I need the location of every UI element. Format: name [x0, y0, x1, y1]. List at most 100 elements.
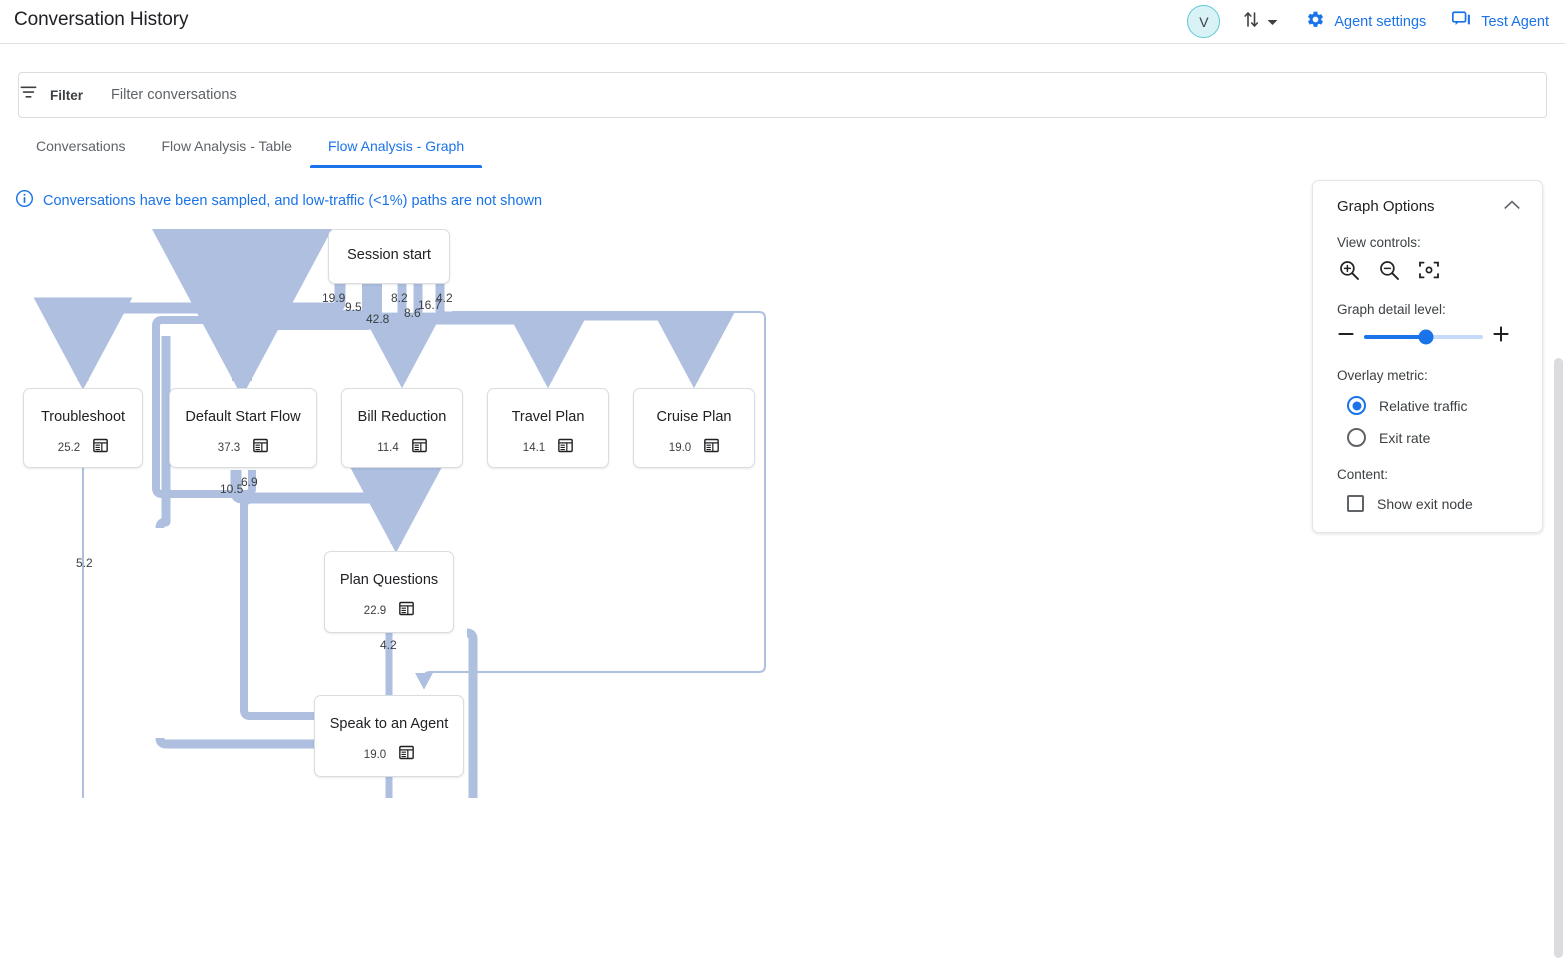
node-details-icon[interactable] [411, 438, 427, 458]
node-details-icon[interactable] [93, 438, 109, 458]
test-agent-button[interactable]: Test Agent [1452, 10, 1549, 33]
node-label: Default Start Flow [185, 409, 301, 425]
sampling-notice: Conversations have been sampled, and low… [15, 189, 542, 212]
node-metric: 14.1 [522, 442, 546, 454]
sort-control[interactable] [1242, 9, 1278, 35]
agent-settings-label: Agent settings [1334, 13, 1427, 30]
chevron-up-icon[interactable] [1504, 197, 1520, 215]
edge-label: 6.9 [241, 475, 258, 489]
filter-bar[interactable]: Filter [18, 72, 1547, 118]
flow-graph-canvas[interactable]: Session start Troubleshoot 25.2 Default … [0, 218, 1540, 798]
radio-exit-rate[interactable]: Exit rate [1347, 428, 1520, 447]
checkbox-label: Show exit node [1377, 495, 1473, 512]
overlay-metric-label: Overlay metric: [1337, 368, 1428, 383]
info-icon [15, 189, 34, 212]
sort-arrows-icon [1242, 9, 1261, 35]
edge-label: 5.2 [76, 556, 93, 570]
minus-icon[interactable] [1337, 325, 1355, 348]
node-label: Cruise Plan [656, 409, 732, 425]
graph-node-bill-reduction[interactable]: Bill Reduction 11.4 [341, 388, 463, 468]
graph-node-troubleshoot[interactable]: Troubleshoot 25.2 [23, 388, 143, 468]
tab-flow-analysis-graph[interactable]: Flow Analysis - Graph [309, 132, 483, 168]
node-metric: 37.3 [217, 442, 241, 454]
view-controls [1337, 258, 1520, 282]
graph-options-title: Graph Options [1337, 197, 1435, 215]
graph-node-speak-to-an-agent[interactable]: Speak to an Agent 19.0 [314, 695, 464, 777]
edge-label: 4.2 [436, 291, 453, 305]
checkbox-icon[interactable] [1347, 495, 1364, 512]
edge-label: 4.2 [380, 638, 397, 652]
chevron-down-icon [1267, 13, 1278, 31]
plus-icon[interactable] [1492, 325, 1510, 348]
app-header: Conversation History V Agent settings [0, 0, 1565, 44]
graph-node-cruise-plan[interactable]: Cruise Plan 19.0 [633, 388, 755, 468]
node-meta: 25.2 [57, 438, 109, 458]
detail-level-slider[interactable] [1364, 329, 1483, 344]
node-details-icon[interactable] [704, 438, 720, 458]
radio-label: Exit rate [1379, 429, 1431, 446]
edge-label: 16.7 [418, 298, 442, 312]
node-metric: 25.2 [57, 442, 81, 454]
flow-graph-edges [33, 229, 766, 798]
node-meta: 19.0 [363, 745, 415, 765]
header-actions: V Agent settings [1187, 0, 1557, 43]
edge-label: 42.8 [366, 312, 390, 326]
node-meta: 37.3 [217, 438, 269, 458]
node-meta: 11.4 [377, 438, 427, 458]
node-details-icon[interactable] [399, 745, 415, 765]
graph-node-plan-questions[interactable]: Plan Questions 22.9 [324, 551, 454, 633]
zoom-in-icon[interactable] [1337, 258, 1361, 282]
checkbox-show-exit-node[interactable]: Show exit node [1347, 495, 1520, 512]
radio-button-icon[interactable] [1347, 396, 1366, 415]
edge-label: 19.9 [322, 291, 346, 305]
view-controls-label: View controls: [1337, 235, 1421, 250]
filter-icon [19, 83, 38, 107]
node-details-icon[interactable] [399, 601, 415, 621]
node-details-icon[interactable] [253, 438, 269, 458]
node-metric: 11.4 [377, 442, 399, 454]
graph-node-travel-plan[interactable]: Travel Plan 14.1 [487, 388, 609, 468]
edge-label: 8.2 [391, 291, 408, 305]
radio-label: Relative traffic [1379, 397, 1468, 414]
node-label: Plan Questions [339, 572, 439, 588]
gear-icon [1306, 10, 1325, 33]
radio-button-icon[interactable] [1347, 428, 1366, 447]
graph-node-session-start[interactable]: Session start [328, 229, 450, 284]
vertical-scrollbar-thumb[interactable] [1554, 358, 1563, 958]
tab-bar: Conversations Flow Analysis - Table Flow… [18, 132, 1547, 176]
node-metric: 22.9 [363, 605, 387, 617]
node-metric: 19.0 [363, 749, 387, 761]
page-title: Conversation History [14, 9, 189, 30]
zoom-out-icon[interactable] [1377, 258, 1401, 282]
node-label: Troubleshoot [40, 409, 126, 425]
vertical-scrollbar-track[interactable] [1552, 176, 1565, 958]
agent-settings-button[interactable]: Agent settings [1306, 10, 1426, 33]
node-label: Session start [347, 247, 431, 263]
content-label: Content: [1337, 467, 1389, 482]
detail-level-control [1337, 325, 1520, 348]
slider-thumb[interactable] [1418, 329, 1434, 344]
graph-node-default-start-flow[interactable]: Default Start Flow 37.3 [169, 388, 317, 468]
node-meta: 22.9 [363, 601, 415, 621]
node-label: Bill Reduction [357, 409, 447, 425]
tab-flow-analysis-table[interactable]: Flow Analysis - Table [161, 138, 292, 154]
edge-label: 8.6 [404, 306, 421, 320]
slider-fill [1364, 334, 1426, 339]
node-metric: 19.0 [668, 442, 692, 454]
tab-conversations[interactable]: Conversations [36, 138, 126, 154]
chat-bubble-icon [1452, 10, 1472, 33]
node-label: Speak to an Agent [329, 716, 449, 732]
avatar[interactable]: V [1187, 5, 1221, 38]
edge-label: 10.5 [220, 482, 244, 496]
sampling-notice-text: Conversations have been sampled, and low… [43, 192, 543, 209]
fit-to-screen-icon[interactable] [1417, 258, 1441, 282]
test-agent-label: Test Agent [1481, 13, 1549, 30]
radio-relative-traffic[interactable]: Relative traffic [1347, 396, 1520, 415]
graph-options-header[interactable]: Graph Options [1337, 197, 1520, 215]
node-details-icon[interactable] [558, 438, 574, 458]
filter-label: Filter [50, 87, 84, 103]
edge-label: 9.5 [345, 300, 362, 314]
node-meta: 14.1 [522, 438, 574, 458]
search-input[interactable] [109, 81, 810, 109]
node-meta: 19.0 [668, 438, 720, 458]
